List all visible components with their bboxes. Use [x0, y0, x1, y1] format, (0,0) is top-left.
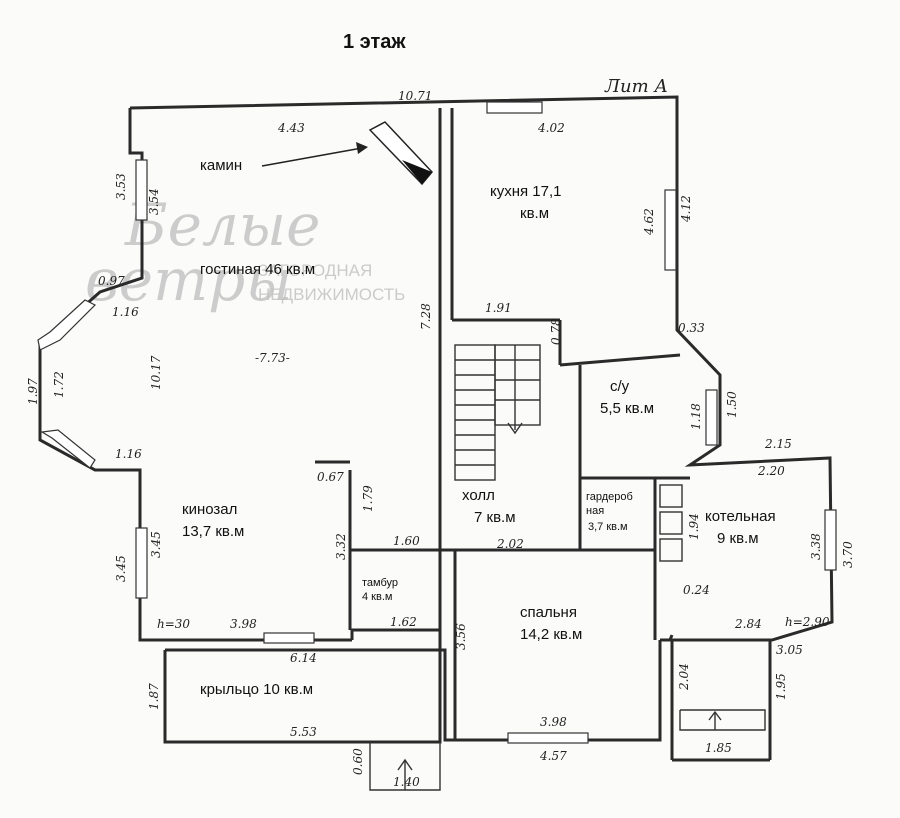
dim-0-60: 0.60: [351, 748, 365, 775]
dim-10-71: 10.71: [398, 89, 432, 103]
room-hall-area: 7 кв.м: [474, 509, 516, 526]
dim-3-70: 3.70: [841, 541, 855, 568]
room-living-label: гостиная 46 кв.м: [200, 261, 315, 278]
dim-3-45-inner: 3.45: [149, 531, 163, 558]
dim-1-94: 1.94: [687, 513, 701, 540]
room-cinema-name: кинозал: [182, 501, 237, 518]
dim-1-16-top: 1.16: [112, 305, 139, 319]
dim-3-38: 3.38: [809, 533, 823, 560]
dim-h2-90: h=2.90: [785, 615, 830, 629]
dim-0-78: 0.78: [549, 318, 563, 345]
room-vestibule-name: тамбур: [362, 577, 398, 589]
watermark-logo-line2: ветры: [85, 246, 292, 314]
room-boiler-name: котельная: [705, 508, 776, 525]
dim-4-62: 4.62: [642, 208, 656, 236]
dim-1-85: 1.85: [705, 741, 732, 755]
dim-6-14: 6.14: [290, 651, 317, 665]
dim-1-97: 1.97: [26, 378, 40, 405]
dim-1-79: 1.79: [361, 485, 375, 512]
dim-3-05: 3.05: [776, 643, 803, 657]
dim-10-17: 10.17: [149, 355, 163, 390]
room-wardrobe-area: 3,7 кв.м: [588, 521, 628, 533]
dim-7-28: 7.28: [419, 303, 433, 330]
dim-2-04: 2.04: [677, 663, 691, 691]
dim-1-40: 1.40: [393, 775, 420, 789]
fireplace-pointer-line: [261, 147, 363, 167]
interior-walls: [315, 108, 772, 762]
dim-4-57: 4.57: [539, 749, 567, 763]
staircase: [454, 344, 541, 481]
lit-label: Лит А: [604, 76, 668, 97]
dim-2-84: 2.84: [734, 617, 762, 631]
page-title: 1 этаж: [343, 31, 406, 53]
watermark-logo-line1: Белые: [124, 191, 320, 259]
dim-1-16-bottom: 1.16: [115, 447, 142, 461]
dim-4-12: 4.12: [679, 195, 693, 223]
dimension-labels: 10.71 4.43 4.02 3.53 3.54 4.62 4.12 0.97…: [26, 89, 855, 789]
dim-2-15: 2.15: [764, 437, 792, 451]
dim-1-72: 1.72: [52, 371, 66, 398]
watermark: Белые ветры ЗАГОРОДНАЯ НЕДВИЖИМОСТЬ: [85, 191, 405, 314]
dim-2-20: 2.20: [757, 464, 785, 478]
boiler-equipment: [659, 484, 683, 562]
room-kitchen-area: кв.м: [520, 205, 549, 222]
fireplace-label: камин: [200, 157, 242, 174]
dim-0-97: 0.97: [98, 274, 125, 288]
dim-0-67: 0.67: [317, 470, 344, 484]
dim-1-18: 1.18: [689, 403, 703, 430]
watermark-line2: НЕДВИЖИМОСТЬ: [258, 285, 405, 304]
dim-0-24: 0.24: [683, 583, 710, 597]
dim-1-50: 1.50: [725, 391, 739, 418]
fireplace-arrowhead: [356, 142, 368, 154]
dim-7-73: -7.73-: [255, 351, 290, 365]
dim-3-56: 3.56: [454, 623, 468, 650]
room-vestibule-area: 4 кв.м: [362, 591, 392, 603]
dim-3-32: 3.32: [334, 533, 348, 560]
room-wc-area: 5,5 кв.м: [600, 400, 654, 417]
room-kitchen-name: кухня 17,1: [490, 183, 562, 200]
fireplace-icon: [368, 121, 434, 186]
dim-4-02: 4.02: [537, 121, 565, 135]
dim-3-98-bedroom: 3.98: [540, 715, 567, 729]
dim-5-53: 5.53: [290, 725, 317, 739]
room-wardrobe-name1: гардероб: [586, 491, 633, 503]
room-bedroom-name: спальня: [520, 604, 577, 621]
dim-0-33: 0.33: [678, 321, 705, 335]
dim-3-98-cinema: 3.98: [230, 617, 257, 631]
watermark-line1: ЗАГОРОДНАЯ: [258, 261, 372, 280]
dim-1-62: 1.62: [390, 615, 417, 629]
dim-1-91: 1.91: [485, 301, 512, 315]
dim-2-02: 2.02: [496, 537, 524, 551]
room-wardrobe-name2: ная: [586, 505, 604, 517]
dim-h30: h=30: [157, 617, 190, 631]
room-porch-label: крыльцо 10 кв.м: [200, 681, 313, 698]
dim-4-43: 4.43: [277, 121, 305, 135]
room-bedroom-area: 14,2 кв.м: [520, 626, 582, 643]
room-boiler-area: 9 кв.м: [717, 530, 759, 547]
dim-3-45-outer: 3.45: [114, 555, 128, 582]
windows: [37, 101, 837, 744]
dim-1-87: 1.87: [147, 683, 161, 710]
room-labels: камин гостиная 46 кв.м кухня 17,1 кв.м к…: [182, 157, 776, 698]
dim-1-95: 1.95: [774, 673, 788, 700]
dim-1-60: 1.60: [393, 534, 420, 548]
dim-3-54: 3.54: [147, 188, 161, 215]
room-cinema-area: 13,7 кв.м: [182, 523, 244, 540]
porch-outline: [163, 648, 766, 791]
dim-3-53: 3.53: [114, 173, 128, 200]
room-wc-name: с/у: [610, 378, 630, 395]
room-hall-name: холл: [462, 487, 495, 504]
